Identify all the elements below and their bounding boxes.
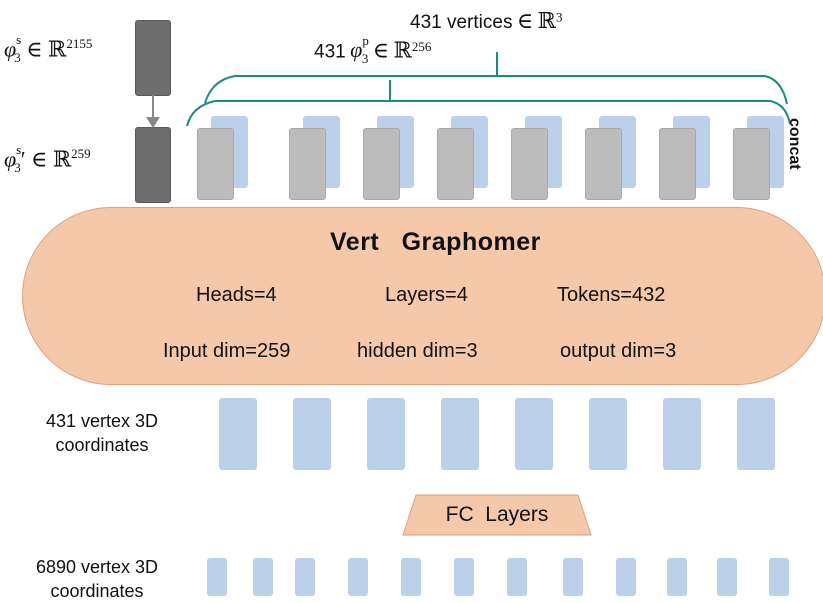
- mesh-vertex-token: [507, 558, 527, 596]
- vert-graphomer-block: [22, 207, 823, 385]
- global-token: [659, 128, 696, 200]
- vertex-coord-token: [589, 398, 627, 470]
- pose-feature-label: 431 φp3 ∈ ℝ256: [314, 33, 432, 66]
- mesh-vertex-token: [348, 558, 368, 596]
- concat-feature-label: φs3′ ∈ ℝ259: [4, 142, 91, 175]
- global-token: [437, 128, 474, 200]
- global-token: [585, 128, 622, 200]
- global-token: [733, 128, 770, 200]
- vertex6890-label: 6890 vertex 3D coordinates: [35, 557, 159, 601]
- graphomer-title: Vert Graphomer: [330, 228, 541, 256]
- layers-param: Layers=4: [385, 284, 468, 306]
- vertex-coord-token: [515, 398, 553, 470]
- fc-layers-block: FC Layers: [402, 494, 592, 536]
- vertex-coord-token: [663, 398, 701, 470]
- mesh-vertex-token: [401, 558, 421, 596]
- vertex431-label: 431 vertex 3D coordinates: [45, 411, 159, 455]
- tokens-param: Tokens=432: [557, 284, 666, 306]
- output-dim-param: output dim=3: [560, 340, 677, 362]
- global-feature-label: φs3 ∈ ℝ2155: [4, 32, 93, 65]
- fc-layers-label: FC Layers: [445, 503, 549, 526]
- vertices-label: 431 vertices ∈ ℝ3: [410, 8, 563, 33]
- mesh-vertex-token: [207, 558, 227, 596]
- input-dim-param: Input dim=259: [163, 340, 291, 362]
- mesh-vertex-token: [454, 558, 474, 596]
- vertex-coord-token: [441, 398, 479, 470]
- global-token: [197, 128, 234, 200]
- global-token: [289, 128, 326, 200]
- heads-param: Heads=4: [196, 284, 277, 306]
- reduced-global-feature-block: [135, 127, 171, 203]
- global-token: [511, 128, 548, 200]
- mesh-vertex-token: [295, 558, 315, 596]
- concat-label: concat: [786, 118, 803, 170]
- mesh-vertex-token: [769, 558, 789, 596]
- vertex-coord-token: [367, 398, 405, 470]
- vertices-bracket: [204, 75, 788, 105]
- vertex-coord-token: [219, 398, 257, 470]
- grouping-brackets: [186, 52, 791, 127]
- hidden-dim-param: hidden dim=3: [357, 340, 478, 362]
- fc-trapezoid-shape: [402, 494, 592, 536]
- mesh-vertex-token: [563, 558, 583, 596]
- global-token: [363, 128, 400, 200]
- mesh-vertex-token: [717, 558, 737, 596]
- pose-bracket: [186, 100, 791, 127]
- mesh-vertex-token: [667, 558, 687, 596]
- vertex-coord-token: [737, 398, 775, 470]
- mesh-vertex-token: [253, 558, 273, 596]
- mesh-vertex-token: [616, 558, 636, 596]
- down-arrow-icon: [146, 95, 160, 128]
- vertex-coord-token: [293, 398, 331, 470]
